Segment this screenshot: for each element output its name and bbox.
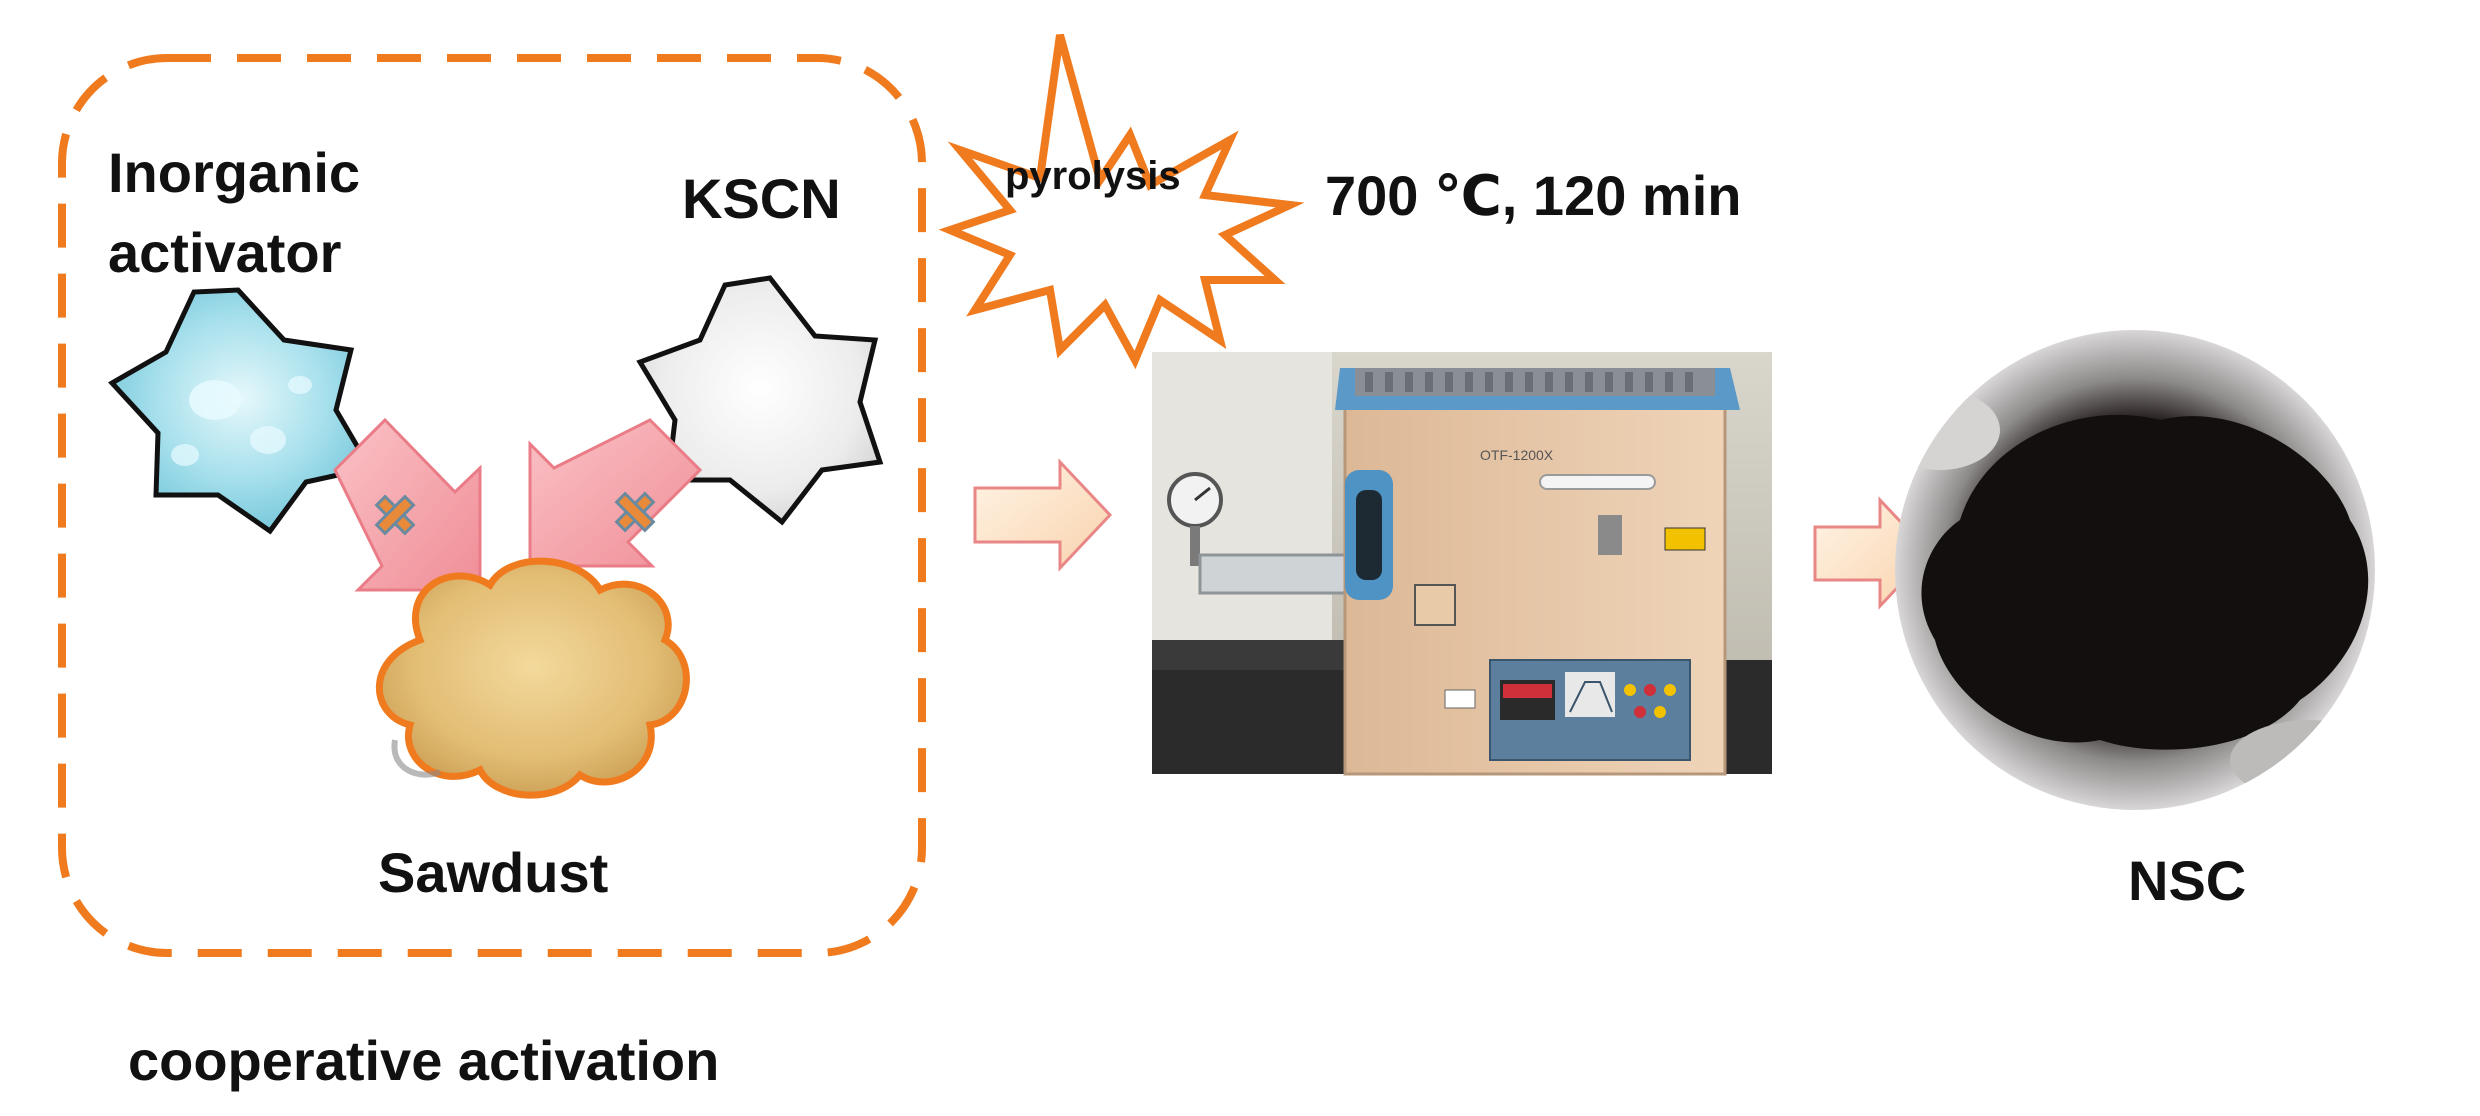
water-droplet-star-icon — [108, 287, 374, 535]
pyrolysis-label: pyrolysis — [1005, 154, 1181, 198]
sawdust-label: Sawdust — [378, 841, 609, 904]
inorganic-activator-label-line1: Inorganic — [108, 141, 361, 204]
cooperative-activation-box — [58, 54, 926, 957]
tube-furnace-photo: OTF-1200X — [1152, 352, 1772, 776]
kscn-label: KSCN — [682, 167, 841, 230]
sawdust-cloud-icon — [375, 557, 690, 799]
to-furnace-arrow — [973, 458, 1113, 572]
white-powder-star-icon — [636, 275, 884, 526]
inorganic-to-sawdust-arrow — [333, 417, 482, 592]
nsc-label: NSC — [2128, 849, 2247, 912]
kscn-to-sawdust-arrow — [528, 418, 703, 568]
explosion-burst-icon — [938, 33, 1305, 370]
inorganic-activator-label-line2: activator — [108, 221, 342, 284]
furnace-model-label: OTF-1200X — [1480, 447, 1554, 463]
black-carbon-powder-photo — [1895, 330, 2375, 810]
conditions-label: 700 ℃, 120 min — [1325, 164, 1742, 227]
cooperative-activation-label: cooperative activation — [128, 1029, 720, 1092]
